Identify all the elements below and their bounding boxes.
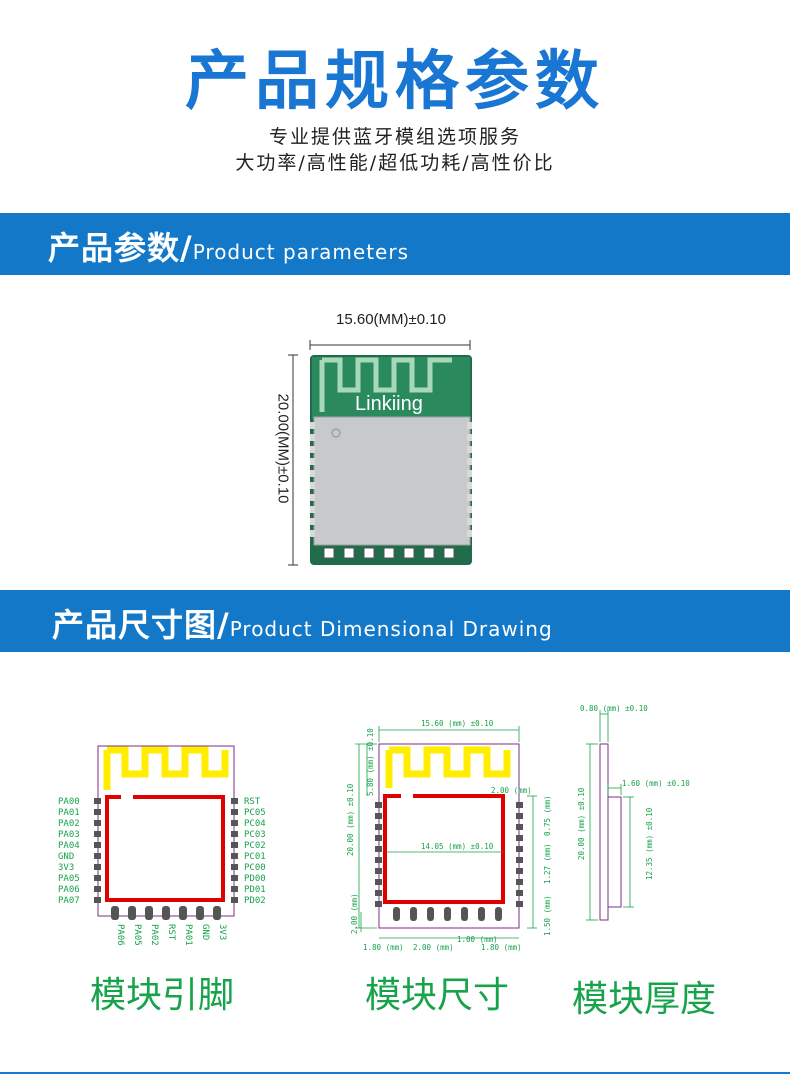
pin-label: PD02 <box>244 896 266 906</box>
section-header-parameters: 产品参数/Product parameters <box>0 213 790 275</box>
pin-label: RST <box>244 797 261 807</box>
pin-label: PD00 <box>244 874 266 884</box>
bottom-divider <box>0 1072 790 1074</box>
pin-label: PA06 <box>58 885 80 895</box>
module-photo: Linkiing <box>288 340 472 566</box>
thickness-shield-label: 1.60 (mm) ±0.10 <box>622 779 690 788</box>
size-width-label: 15.60 (mm) ±0.10 <box>421 719 494 728</box>
size-left-small-label: 2.00 (mm) <box>350 893 359 934</box>
pin-label: PD01 <box>244 885 266 895</box>
size-antenna-label: 5.80 (mm) ±0.10 <box>366 728 375 796</box>
size-pitch1-label: 0.75 (mm) <box>543 795 552 836</box>
pin-pad <box>94 831 101 837</box>
thickness-shield-height-label: 12.35 (mm) ±0.10 <box>645 807 654 880</box>
pinout-caption: 模块引脚 <box>90 975 235 1016</box>
pin-pad <box>94 886 101 892</box>
pin-pad <box>128 906 136 920</box>
size-dtop-label: 2.00 (mm) <box>491 786 532 795</box>
pin-label: PA01 <box>58 808 80 818</box>
size-shield-label: 14.05 (mm) ±0.10 <box>421 842 494 851</box>
size-height-label: 20.00 (mm) ±0.10 <box>346 783 355 856</box>
pin-label: RST <box>166 924 176 941</box>
size-b1-label: 1.80 (mm) <box>363 943 404 952</box>
pin-label: PC04 <box>244 819 266 829</box>
svg-text:Linkiing: Linkiing <box>355 393 423 415</box>
pin-label: PC01 <box>244 852 266 862</box>
size-drawing: 15.60 (mm) ±0.10 20.00 (mm) ±0.10 5.80 (… <box>346 719 552 952</box>
pin-pad <box>231 798 238 804</box>
size-b3-label: 1.00 (mm) <box>457 935 498 944</box>
pin-pad <box>94 842 101 848</box>
pin-label: PC03 <box>244 830 266 840</box>
pin-pad <box>145 906 153 920</box>
pin-label: PA03 <box>58 830 80 840</box>
pin-pad <box>213 906 221 920</box>
pin-pad <box>196 906 204 920</box>
pin-pad <box>94 875 101 881</box>
pin-pad <box>162 906 170 920</box>
section-title-en: Product Dimensional Drawing <box>229 617 553 641</box>
pin-label: PC02 <box>244 841 266 851</box>
thickness-drawing: 0.80 (mm) ±0.10 1.60 (mm) ±0.10 20.00 (m… <box>577 704 690 921</box>
pin-label: GND <box>58 852 74 862</box>
page-subtitle: 专业提供蓝牙模组选项服务 <box>268 126 521 148</box>
pin-pad <box>94 897 101 903</box>
page-title: 产品规格参数 <box>185 45 605 119</box>
pin-label: 3V3 <box>58 863 74 873</box>
pin-pad <box>231 864 238 870</box>
pin-pad <box>94 798 101 804</box>
section-title-zh: 产品尺寸图 <box>52 606 218 644</box>
pin-label: PA01 <box>183 924 193 946</box>
pin-pad <box>94 864 101 870</box>
pin-pad <box>231 842 238 848</box>
pin-label: GND <box>200 924 210 940</box>
pin-label: PA04 <box>58 841 80 851</box>
size-b2-label: 2.00 (mm) <box>413 943 454 952</box>
size-pitch2-label: 1.27 (mm) <box>543 843 552 884</box>
thickness-caption: 模块厚度 <box>572 979 717 1020</box>
pin-pad <box>231 875 238 881</box>
pin-label: PA05 <box>132 924 142 946</box>
section-title-en: Product parameters <box>192 240 410 264</box>
pin-label: PA05 <box>58 874 80 884</box>
pin-label: PA07 <box>58 896 80 906</box>
pin-label: PC00 <box>244 863 266 873</box>
pin-pad <box>94 853 101 859</box>
size-caption: 模块尺寸 <box>365 975 510 1016</box>
width-dimension-label: 15.60(MM)±0.10 <box>336 311 446 328</box>
section-title-zh: 产品参数 <box>48 229 181 267</box>
pin-pad <box>231 853 238 859</box>
pin-label: PA06 <box>115 924 125 946</box>
thickness-height-label: 20.00 (mm) ±0.10 <box>577 787 586 860</box>
pin-pad <box>94 809 101 815</box>
pin-pad <box>179 906 187 920</box>
pin-label: 3V3 <box>217 924 227 940</box>
size-pitch3-label: 1.50 (mm) <box>543 895 552 936</box>
pin-label: PC05 <box>244 808 266 818</box>
pin-pad <box>111 906 119 920</box>
pin-pad <box>231 886 238 892</box>
page-tagline: 大功率/高性能/超低功耗/高性价比 <box>235 152 555 174</box>
pin-pad <box>231 897 238 903</box>
pinout-drawing: PA00PA01PA02PA03PA04GND3V3PA05PA06PA07RS… <box>58 745 266 946</box>
pin-label: PA02 <box>149 924 159 946</box>
section-header-drawing: 产品尺寸图/Product Dimensional Drawing <box>0 590 790 652</box>
pin-pad <box>94 820 101 826</box>
pin-pad <box>231 820 238 826</box>
size-b4-label: 1.80 (mm) <box>481 943 522 952</box>
pin-pad <box>231 809 238 815</box>
pin-label: PA00 <box>58 797 80 807</box>
pin-label: PA02 <box>58 819 80 829</box>
pin-pad <box>231 831 238 837</box>
thickness-pcb-label: 0.80 (mm) ±0.10 <box>580 704 648 713</box>
